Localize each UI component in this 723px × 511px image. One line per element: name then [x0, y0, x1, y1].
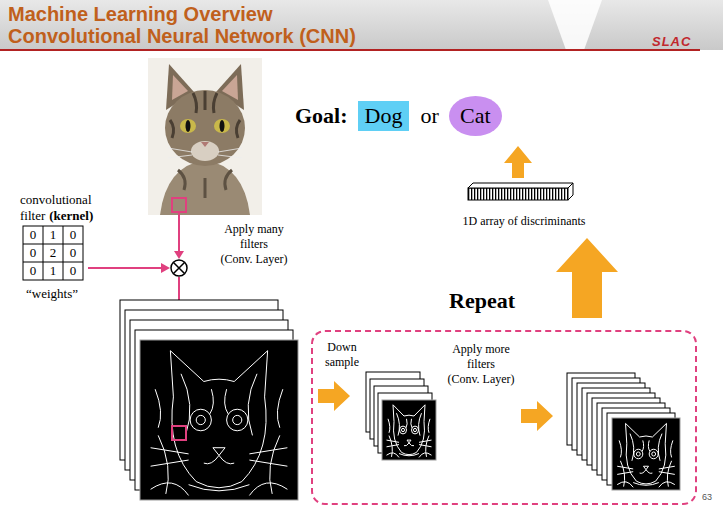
header-band	[0, 0, 723, 51]
kernel-grid	[23, 226, 83, 280]
deeper-feature-stack-part	[617, 423, 675, 487]
cat-photo-part	[186, 120, 191, 132]
node-text: Dog	[365, 103, 403, 128]
discriminant-array	[468, 183, 573, 200]
kernel-weight: 0	[63, 262, 83, 280]
kernel-caption: convolutional filter(kernel)	[20, 192, 114, 224]
convolution-pointer-part	[174, 251, 184, 259]
step-caption: Down sample	[319, 340, 365, 370]
convolution-pointer-part	[172, 198, 186, 212]
feature-map-stack-part	[140, 340, 298, 500]
convolution-pointer-part	[161, 263, 170, 273]
deeper-feature-stack	[567, 373, 680, 490]
kernel-weight: 0	[63, 244, 83, 262]
downsampled-stack	[366, 372, 436, 460]
kernel-weight: 1	[43, 226, 63, 244]
discriminant-array-part	[468, 188, 568, 200]
convolution-pointer-part	[171, 260, 187, 276]
flow-arrows-part	[556, 238, 618, 318]
cat-photo-part	[201, 142, 209, 147]
step-caption: Apply more filters	[443, 342, 519, 372]
kernel-weight: 0	[23, 262, 43, 280]
kernel-grid-part	[23, 226, 83, 280]
flow-arrows-part	[521, 401, 553, 431]
region-heading: Repeat	[412, 288, 552, 314]
header-band-part	[0, 0, 723, 50]
array-caption: 1D array of discriminants	[444, 214, 604, 229]
repeat-region: RepeatDown sampleApply more filters(Conv…	[311, 330, 697, 505]
connective-word: or	[420, 103, 438, 129]
convolution-pointer-part	[178, 212, 180, 252]
cat-photo-part	[168, 148, 242, 158]
cat-photo-part	[214, 119, 230, 133]
feature-map-stack	[120, 300, 298, 500]
node-text: Cat	[460, 103, 491, 129]
feature-map-stack-part	[172, 426, 186, 440]
cat-photo-part	[220, 120, 225, 132]
kernel-grid-part	[23, 226, 83, 280]
goal-label: Goal:	[295, 103, 348, 129]
cat-photo-part	[160, 160, 250, 215]
cat-photo-part	[165, 90, 245, 166]
layer-caption: Apply many filters	[212, 222, 296, 252]
logo-text: SLAC	[652, 34, 691, 49]
feature-map-stack-part	[151, 351, 288, 496]
cat-photo-part	[191, 141, 219, 161]
cat-photo-part	[170, 91, 240, 138]
cat-photo-part	[178, 170, 232, 198]
convolution-pointer-part	[88, 267, 162, 269]
flow-arrows-part	[504, 146, 532, 178]
convolution-pointer-part	[174, 263, 185, 274]
layer-caption: (Conv. Layer)	[204, 252, 304, 267]
discriminant-array-part	[568, 183, 573, 200]
circle-fill	[449, 96, 502, 136]
step-caption: (Conv. Layer)	[431, 372, 531, 387]
cat-photo	[148, 58, 262, 215]
header-band-part	[0, 49, 700, 51]
kernel-weight: 0	[23, 244, 43, 262]
flow-arrows-part	[318, 381, 350, 411]
class-box: Dog	[358, 101, 410, 131]
kernel-weight: 0	[63, 226, 83, 244]
caption-part: (kernel)	[49, 208, 93, 223]
page-number: 63	[702, 492, 712, 502]
downsampled-stack-part	[387, 405, 432, 458]
class-circle: Cat	[449, 96, 502, 136]
downsampled-stack-part	[382, 400, 436, 460]
kernel-weight: 1	[43, 262, 63, 280]
slide-title: Machine Learning Overview Convolutional …	[8, 3, 388, 47]
cat-photo-part	[180, 119, 196, 133]
kernel-weight: 2	[43, 244, 63, 262]
discriminant-array-part	[468, 183, 573, 188]
kernel-weight: 0	[23, 226, 43, 244]
flow-arrows	[318, 146, 618, 431]
deeper-feature-stack-part	[612, 418, 680, 490]
cat-photo-part	[148, 58, 262, 215]
header-band-part	[548, 0, 602, 50]
discriminant-array-part	[468, 188, 568, 200]
weights-caption: “weights”	[26, 286, 78, 302]
